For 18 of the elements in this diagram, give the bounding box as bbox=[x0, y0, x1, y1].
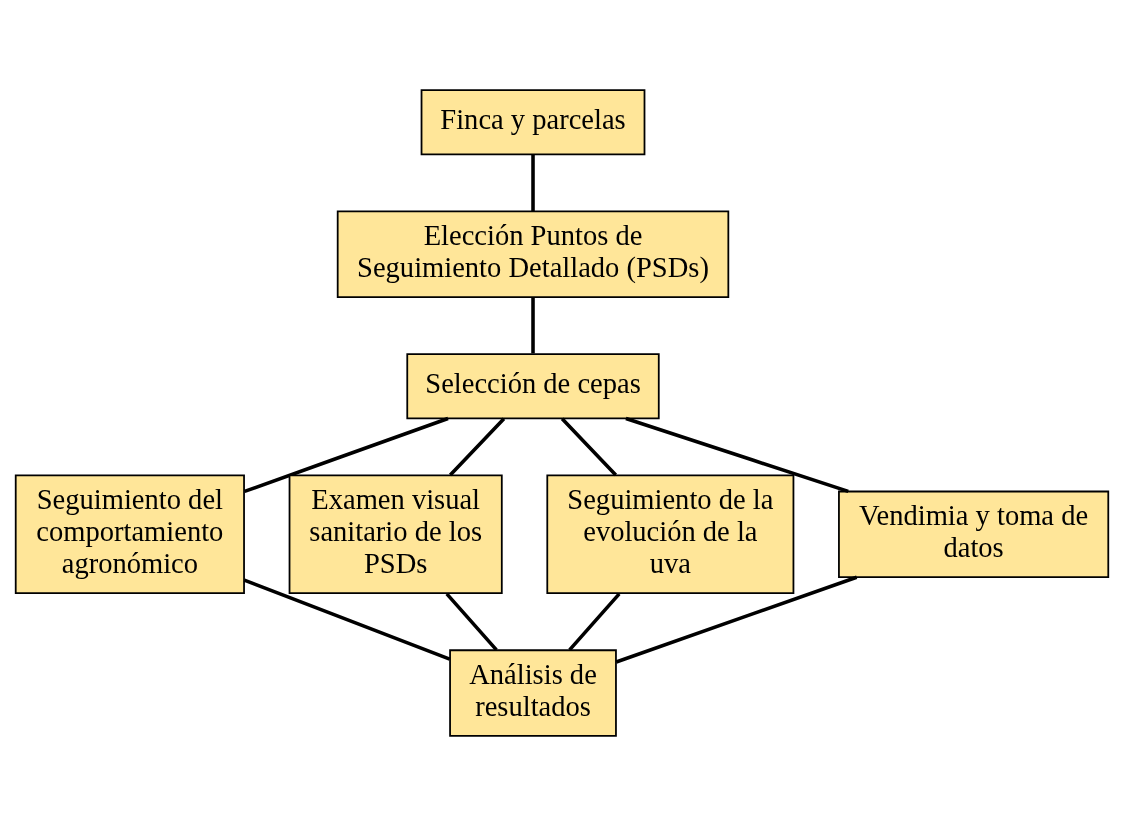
connector bbox=[531, 296, 535, 353]
node-box: Selección de cepas bbox=[406, 352, 660, 419]
node-box: Seguimiento de la evolución de la uva bbox=[546, 474, 795, 594]
connector bbox=[531, 153, 535, 211]
connector bbox=[445, 592, 498, 651]
node-box: Examen visual sanitario de los PSDs bbox=[288, 474, 503, 594]
connector bbox=[625, 416, 849, 493]
connector bbox=[615, 575, 858, 664]
node-box: Análisis de resultados bbox=[449, 648, 617, 737]
node-box: Finca y parcelas bbox=[420, 88, 646, 155]
node-box: Vendimia y toma de datos bbox=[838, 490, 1110, 578]
node-box: Elección Puntos de Seguimiento Detallado (PSDs) bbox=[336, 210, 730, 298]
connector bbox=[244, 416, 449, 493]
connector bbox=[560, 416, 618, 476]
connector bbox=[448, 416, 506, 476]
connector bbox=[568, 592, 621, 651]
connector bbox=[243, 577, 451, 661]
node-box: Seguimiento del comportamiento agronómico bbox=[14, 474, 245, 594]
